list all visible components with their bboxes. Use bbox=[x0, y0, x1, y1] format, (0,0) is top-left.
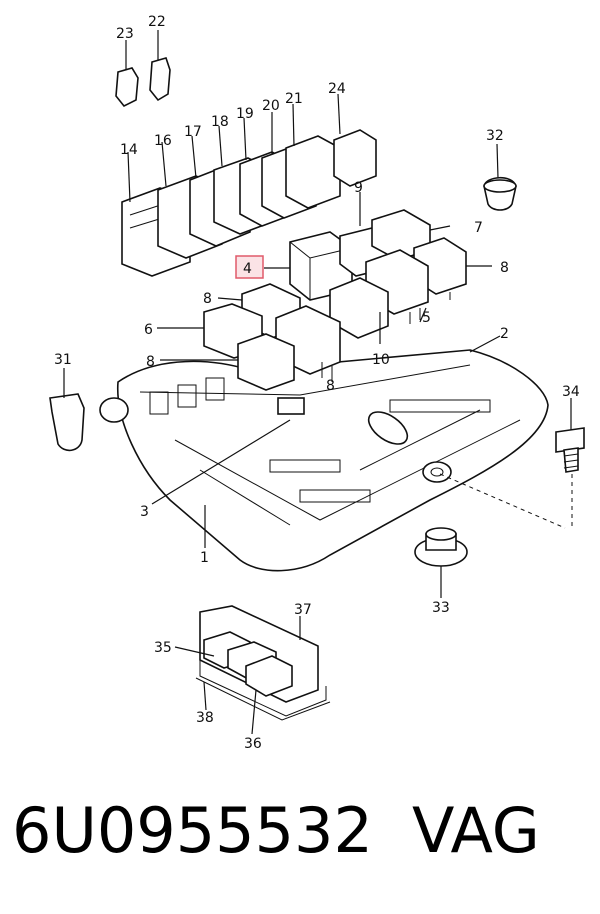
callout-5: 5 bbox=[422, 310, 431, 326]
callout-8-lower: 8 bbox=[146, 354, 155, 370]
clip-31 bbox=[49, 393, 85, 452]
fuse-box-housing bbox=[99, 349, 549, 572]
callout-32: 32 bbox=[486, 128, 504, 144]
callout-2: 2 bbox=[500, 326, 509, 342]
callout-9: 9 bbox=[354, 180, 363, 196]
callout-20: 20 bbox=[262, 98, 280, 114]
relay-carrier-assembly bbox=[195, 605, 331, 721]
highlight-box bbox=[235, 255, 264, 279]
callout-6: 6 bbox=[144, 322, 153, 338]
callout-1: 1 bbox=[200, 550, 209, 566]
callout-36: 36 bbox=[244, 736, 262, 752]
callout-18: 18 bbox=[211, 114, 229, 130]
callout-labels: 1 2 3 4 5 6 7 8 8 8 8 9 10 14 16 17 18 1… bbox=[54, 14, 580, 752]
callout-8-upper: 8 bbox=[203, 291, 212, 307]
callout-21: 21 bbox=[285, 91, 303, 107]
grommet-32 bbox=[483, 176, 517, 211]
relay-group bbox=[203, 209, 467, 391]
callout-33: 33 bbox=[432, 600, 450, 616]
callout-19: 19 bbox=[236, 106, 254, 122]
callout-7: 7 bbox=[474, 220, 483, 236]
parts-diagram: 1 2 3 4 5 6 7 8 8 8 8 9 10 14 16 17 18 1… bbox=[49, 14, 585, 752]
callout-31: 31 bbox=[54, 352, 72, 368]
callout-8-right: 8 bbox=[500, 260, 509, 276]
callout-4: 4 bbox=[243, 261, 252, 277]
part-number: 6U0955532 bbox=[12, 794, 373, 867]
callout-38: 38 bbox=[196, 710, 214, 726]
callout-3: 3 bbox=[140, 504, 149, 520]
callout-8-bottom: 8 bbox=[326, 378, 335, 394]
callout-35: 35 bbox=[154, 640, 172, 656]
callout-23: 23 bbox=[116, 26, 134, 42]
callout-17: 17 bbox=[184, 124, 202, 140]
brand-name: VAG bbox=[412, 794, 540, 867]
slot-row bbox=[149, 377, 491, 503]
callout-24: 24 bbox=[328, 81, 346, 97]
callout-10: 10 bbox=[372, 352, 390, 368]
leader-lines bbox=[63, 30, 573, 735]
connector-stack bbox=[121, 129, 377, 277]
callout-22: 22 bbox=[148, 14, 166, 30]
callout-16: 16 bbox=[154, 133, 172, 149]
callout-14: 14 bbox=[120, 142, 138, 158]
bolt-34 bbox=[555, 427, 585, 473]
clips-22-23 bbox=[115, 57, 171, 108]
callout-34: 34 bbox=[562, 384, 580, 400]
nut-33 bbox=[414, 527, 468, 567]
callout-37: 37 bbox=[294, 602, 312, 618]
